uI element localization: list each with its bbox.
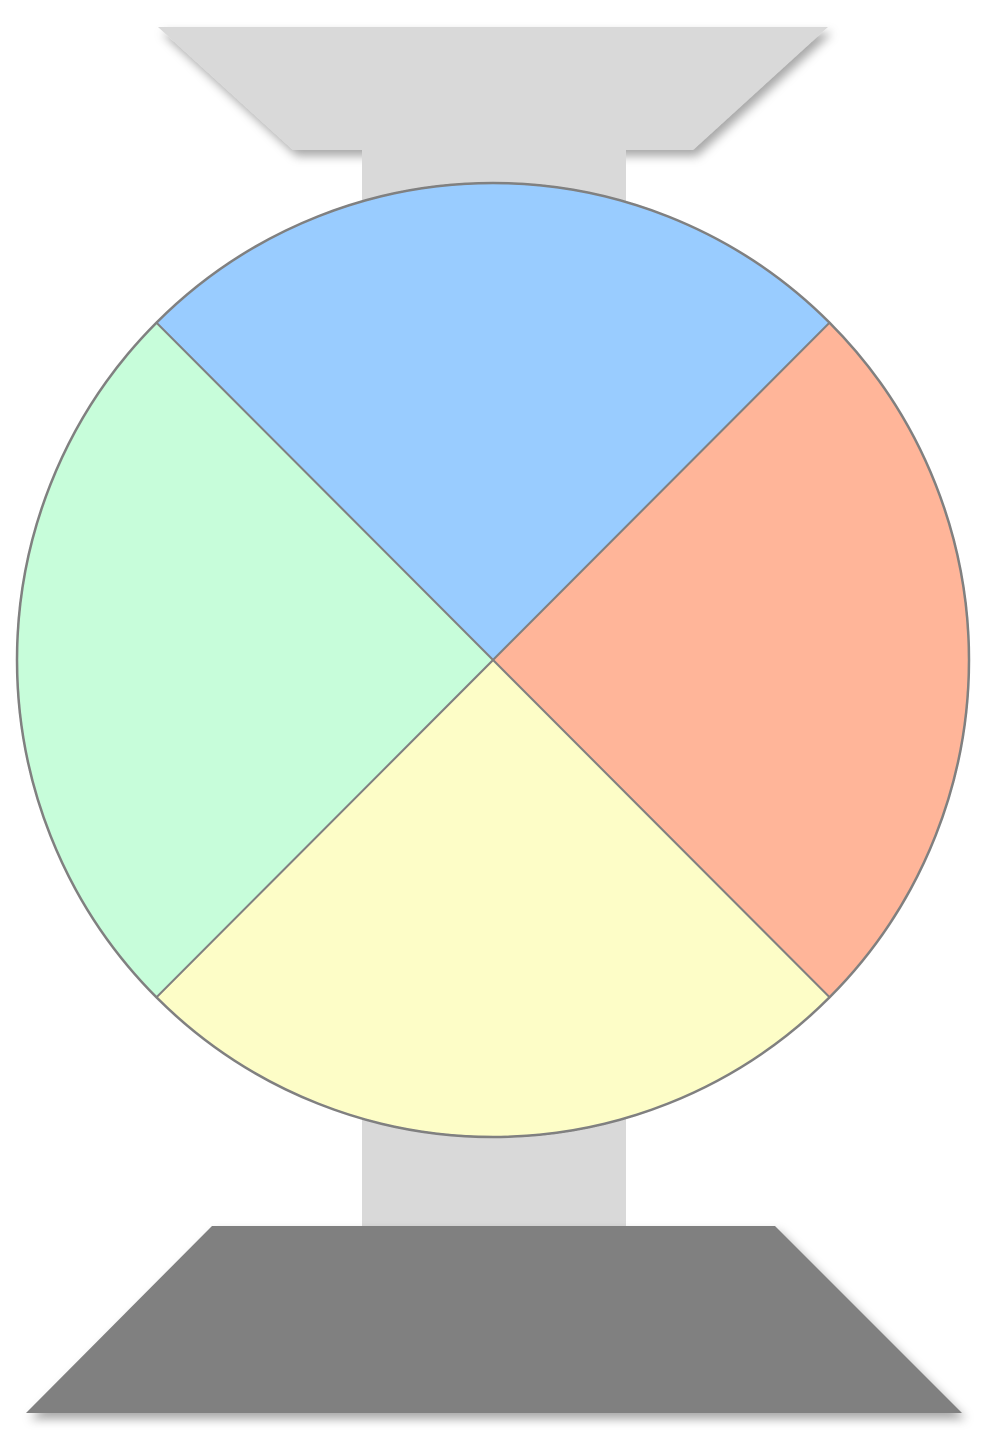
wheel-outline (15, 181, 971, 1139)
base-stand (26, 1226, 962, 1413)
top-cap (158, 27, 828, 150)
color-wheel (15, 181, 971, 1139)
